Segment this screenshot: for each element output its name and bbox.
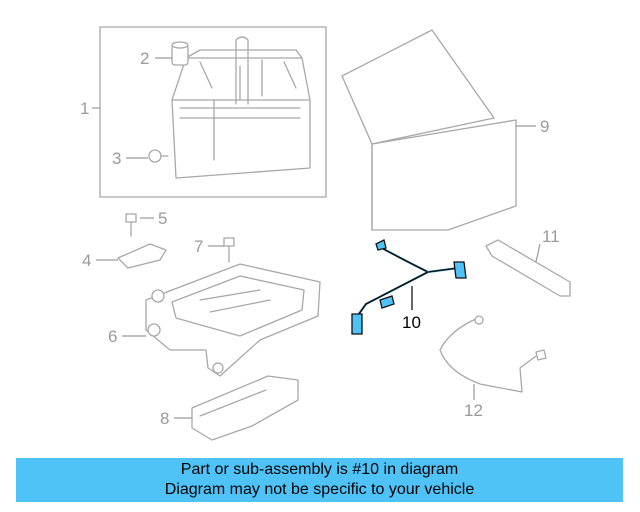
callout-7: 7 [194, 237, 203, 256]
leader-11 [535, 243, 541, 263]
part-8-cover[interactable] [191, 375, 299, 441]
part-12-cable[interactable] [439, 315, 547, 393]
banner-line-2: Diagram may not be specific to your vehi… [164, 481, 475, 498]
part-5-bolt[interactable] [125, 213, 137, 237]
part-1-battery[interactable] [99, 26, 327, 198]
part-6-tray[interactable] [145, 263, 321, 377]
banner-line-1: Part or sub-assembly is #10 in diagram [180, 461, 459, 478]
callout-8: 8 [160, 409, 169, 428]
callout-10: 10 [402, 313, 421, 332]
callout-1: 1 [80, 99, 89, 118]
callout-11: 11 [542, 227, 560, 246]
callout-6: 6 [108, 327, 117, 346]
callout-12: 12 [464, 401, 483, 420]
part-10-harness[interactable] [351, 239, 467, 335]
callout-2: 2 [140, 49, 149, 68]
callout-5: 5 [158, 209, 167, 228]
part-7-bolt[interactable] [223, 237, 235, 263]
part-2-cap[interactable] [171, 41, 189, 66]
parts-diagram: 1 2 3 5 4 7 6 8 9 11 10 12 [80, 26, 571, 441]
part-3-bolt[interactable] [148, 149, 169, 163]
part-11-strap[interactable] [485, 239, 571, 297]
part-9-box[interactable] [341, 29, 517, 231]
callout-9: 9 [540, 117, 549, 136]
info-banner: Part or sub-assembly is #10 in diagram D… [16, 458, 623, 502]
callout-3: 3 [112, 149, 121, 168]
callout-4: 4 [82, 251, 91, 270]
part-4-bracket[interactable] [117, 243, 167, 269]
